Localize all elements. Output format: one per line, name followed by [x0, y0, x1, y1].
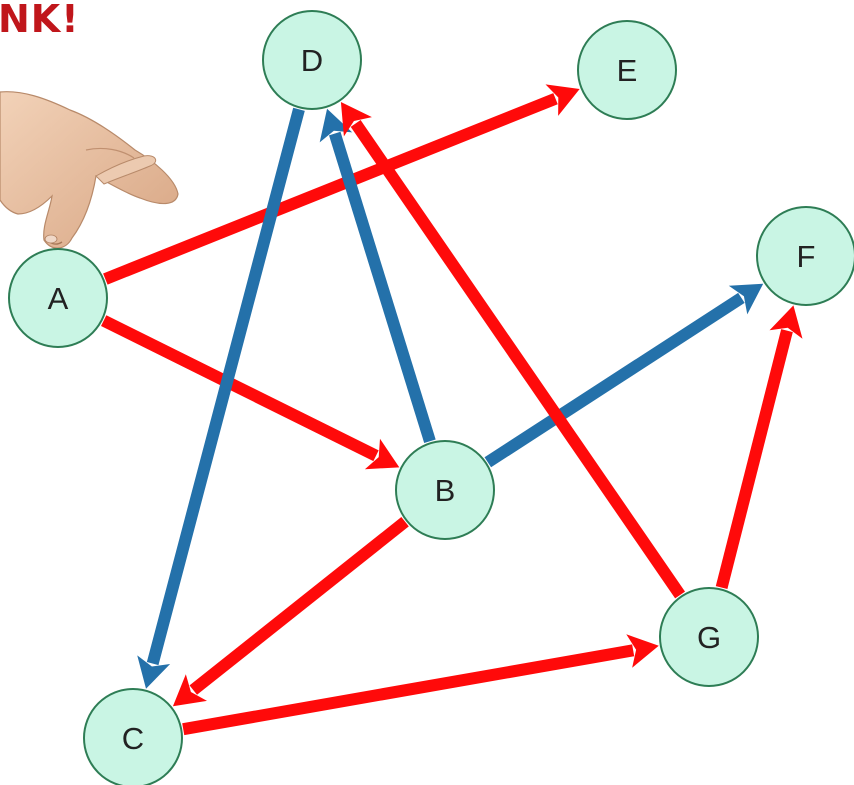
- node-circle: [659, 587, 759, 687]
- arrowhead-icon: [319, 108, 353, 143]
- edge-line: [350, 120, 686, 599]
- arrowhead-icon: [172, 674, 207, 707]
- node-label: D: [301, 43, 323, 78]
- node-label: G: [697, 620, 721, 655]
- edge-g-d: [340, 102, 686, 599]
- edge-c-g: [182, 634, 659, 736]
- edge-b-d: [319, 108, 436, 444]
- node-a: A: [8, 248, 108, 348]
- node-circle: [756, 206, 854, 306]
- node-b: B: [395, 440, 495, 540]
- arrowhead-icon: [545, 84, 580, 116]
- node-f: F: [756, 206, 854, 306]
- edge-line: [484, 292, 745, 468]
- arrowhead-icon: [728, 283, 764, 315]
- arrowhead-icon: [364, 438, 400, 470]
- arrowhead-icon: [340, 102, 372, 137]
- arrowhead-icon: [769, 305, 803, 339]
- arrowhead-icon: [626, 634, 659, 668]
- edge-line: [146, 107, 305, 666]
- edge-line: [329, 131, 436, 444]
- node-c: C: [83, 688, 183, 785]
- edge-line: [182, 644, 635, 736]
- node-label: F: [797, 239, 816, 274]
- node-label: C: [122, 721, 144, 756]
- edge-a-e: [103, 84, 580, 285]
- node-circle: [262, 10, 362, 110]
- edge-line: [103, 93, 558, 285]
- hand-pointer-icon: [0, 91, 179, 249]
- node-d: D: [262, 10, 362, 110]
- arrowhead-icon: [137, 655, 171, 689]
- edge-line: [189, 517, 409, 695]
- edge-line: [715, 329, 793, 590]
- node-label: A: [48, 281, 69, 316]
- node-g: G: [659, 587, 759, 687]
- node-circle: [395, 440, 495, 540]
- edge-b-c: [172, 517, 409, 707]
- node-label: B: [435, 473, 456, 508]
- banner-text: NK!: [0, 0, 80, 41]
- edge-d-c: [137, 107, 305, 689]
- edge-line: [101, 315, 379, 462]
- node-label: E: [617, 53, 638, 88]
- edge-b-f: [484, 283, 764, 468]
- node-e: E: [577, 20, 677, 120]
- edge-g-f: [715, 305, 803, 590]
- node-circle: [577, 20, 677, 120]
- nodes-layer: A B C D E F G: [8, 10, 854, 785]
- edges-layer: [101, 84, 803, 736]
- node-circle: [8, 248, 108, 348]
- edge-a-b: [101, 315, 400, 470]
- node-circle: [83, 688, 183, 785]
